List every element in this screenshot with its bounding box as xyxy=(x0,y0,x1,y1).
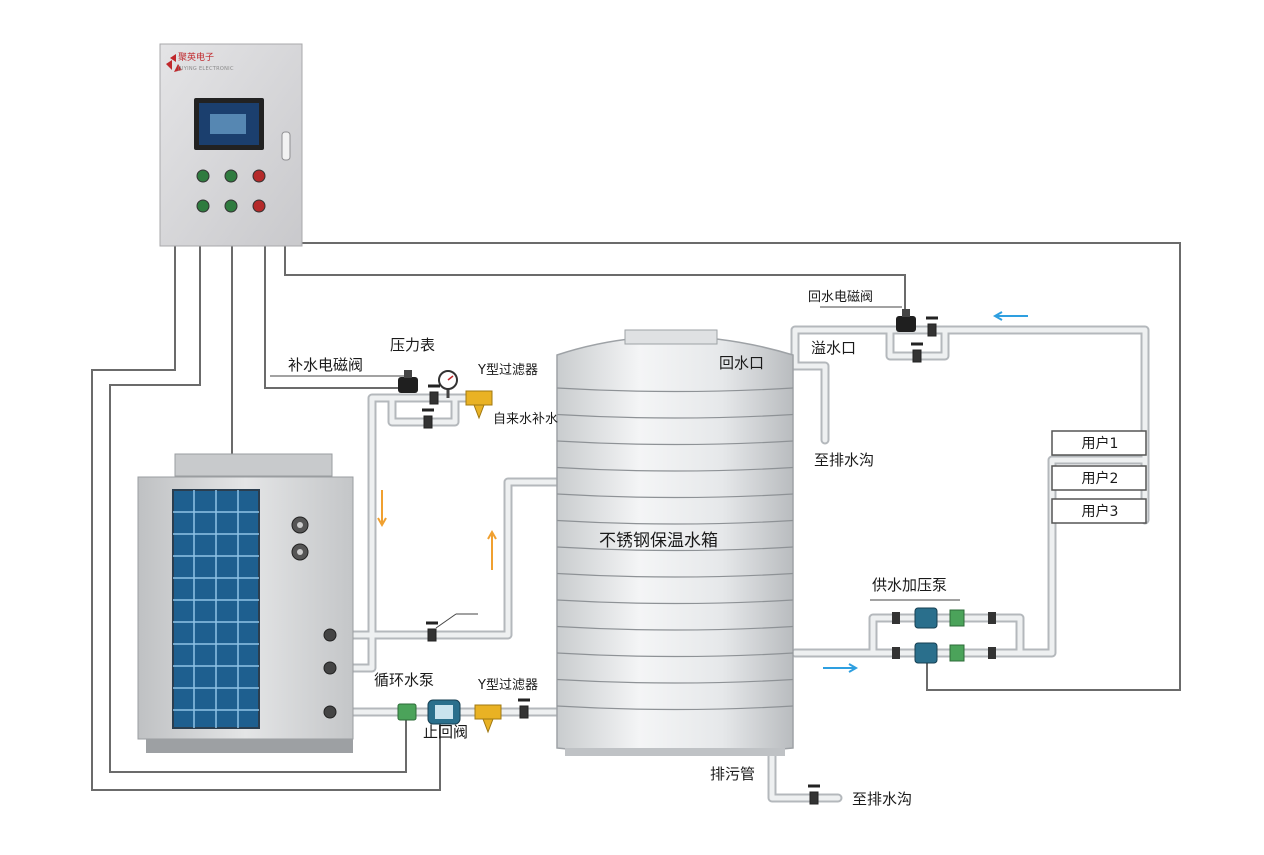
unit-pipe-ports xyxy=(323,628,337,719)
supply-booster-pumps-icon[interactable] xyxy=(892,607,996,664)
label-circulation-pump: 循环水泵 xyxy=(374,671,435,689)
control-wires xyxy=(91,242,1181,791)
tank-band-line xyxy=(556,705,794,711)
tank-band-line xyxy=(556,678,794,684)
tank-band-line xyxy=(556,440,794,446)
label-to-drain-bottom: 至排水沟 xyxy=(852,790,913,808)
brand-subtitle: JUYING ELECTRONIC xyxy=(178,66,234,72)
user-outlets xyxy=(1051,430,1147,524)
tank-band-line xyxy=(556,519,794,525)
unit-gauge-icon xyxy=(291,516,309,561)
label-return-solenoid: 回水电磁阀 xyxy=(808,290,874,305)
label-check-valve: 止回阀 xyxy=(423,723,469,741)
valve-tag-line xyxy=(435,613,457,629)
user-outlet-3: 用户3 xyxy=(1081,504,1119,520)
pressure-gauge-icon[interactable] xyxy=(438,370,458,398)
label-overflow-port: 溢水口 xyxy=(811,339,857,357)
label-return-port: 回水口 xyxy=(719,354,765,372)
brand-logo-icon xyxy=(166,54,182,72)
label-to-drain-top: 至排水沟 xyxy=(814,451,875,469)
tank-band-line xyxy=(556,625,794,631)
label-drain-pipe: 排污管 xyxy=(710,765,756,783)
cabinet-indicator-lights[interactable] xyxy=(196,169,266,213)
label-tank: 不锈钢保温水箱 xyxy=(599,531,718,551)
heat-pump-unit xyxy=(137,453,354,753)
label-pressure-gauge: 压力表 xyxy=(390,336,436,354)
flow-arrows xyxy=(377,311,1028,673)
user-outlet-1: 用户1 xyxy=(1081,436,1119,452)
tank-band-line xyxy=(556,599,794,605)
tank-band-line xyxy=(556,652,794,658)
ball-valve-icons[interactable] xyxy=(422,316,938,805)
label-y-filter-top: Y型过滤器 xyxy=(478,363,538,378)
tank-band-line xyxy=(556,546,794,552)
leader-lines xyxy=(270,306,960,601)
control-cabinet xyxy=(159,43,303,247)
label-makeup-solenoid: 补水电磁阀 xyxy=(288,356,364,374)
water-tank xyxy=(556,329,794,756)
circulation-pump-icon[interactable] xyxy=(427,699,461,725)
tank-band-line xyxy=(556,572,794,578)
check-valve-icon[interactable] xyxy=(397,703,417,721)
tank-manhole xyxy=(624,329,718,345)
brand-name: 聚英电子 xyxy=(178,53,215,63)
tank-bands xyxy=(556,387,794,711)
tank-band-line xyxy=(556,466,794,472)
y-filter-top-icon[interactable] xyxy=(465,390,493,420)
label-y-filter-bottom: Y型过滤器 xyxy=(478,678,538,693)
user-outlet-2: 用户2 xyxy=(1081,471,1119,487)
return-solenoid-valve-icon[interactable] xyxy=(896,309,916,332)
tank-band-line xyxy=(556,387,794,393)
label-tap-water: 自来水补水 xyxy=(493,412,559,427)
tank-band-line xyxy=(556,413,794,419)
label-supply-pump: 供水加压泵 xyxy=(872,576,948,594)
cabinet-handle[interactable] xyxy=(281,131,291,161)
y-filter-bottom-icon[interactable] xyxy=(474,704,502,734)
grille-lines xyxy=(173,490,259,728)
tank-band-line xyxy=(556,493,794,499)
makeup-solenoid-valve-icon[interactable] xyxy=(398,370,418,393)
